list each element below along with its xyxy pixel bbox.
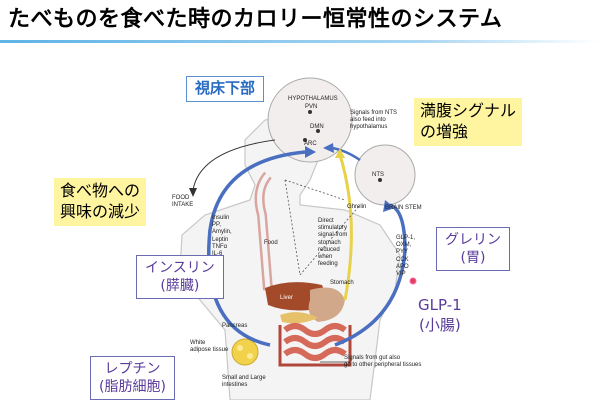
- callout-leptin: レプチン (脂肪細胞): [90, 356, 175, 400]
- pvn-dot: [308, 110, 312, 114]
- arrow-head-food: [189, 188, 197, 197]
- title-underline: [0, 40, 600, 43]
- label-nts: NTS: [372, 172, 384, 178]
- callout-insulin: インスリン (膵臓): [136, 255, 224, 300]
- label-brain-stem: BRAIN STEM: [385, 205, 422, 211]
- dmn-dot: [316, 129, 320, 133]
- red-marker: [409, 277, 417, 285]
- dotted-lines: [284, 179, 361, 276]
- hypothalamus-circle: [267, 77, 353, 163]
- arrow-gut-loop: [334, 203, 407, 347]
- label-signals-gut: Signals from gut also go to other periph…: [344, 355, 422, 369]
- arrow-head-ghrelin: [335, 148, 345, 158]
- arrow-nts-hypothalamus: [331, 146, 361, 162]
- stomach: [308, 287, 345, 322]
- callout-ghrelin: グレリン (胃): [436, 227, 510, 272]
- label-food-intake: FOOD INTAKE: [172, 195, 194, 209]
- arrow-head-nts: [323, 143, 334, 153]
- callout-hypothalamus: 視床下部: [186, 76, 265, 102]
- pancreas: [280, 312, 318, 324]
- arrow-head-insulin: [305, 146, 316, 158]
- label-hormones-left: Insulin PP, Amylin, Leptin TNFα IL-6: [212, 215, 232, 257]
- label-direct-signal: Direct stimulatory signal from stomach r…: [318, 218, 348, 268]
- arrow-insulin-loop: [207, 150, 306, 347]
- callout-glp1: GLP-1 (小腸): [418, 296, 462, 334]
- adipose-tissue: [231, 338, 259, 366]
- label-food: Food: [264, 240, 278, 246]
- slide-title: たべものを食べた時のカロリー恒常性のシステム: [8, 7, 503, 32]
- label-stomach: Stomach: [330, 280, 354, 286]
- intestines: [278, 323, 352, 367]
- label-liver: Liver: [280, 295, 294, 301]
- callout-food-interest: 食べ物への 興味の減少: [54, 178, 147, 226]
- arc-dot: [303, 138, 307, 142]
- label-intestines: Small and Large intestines: [222, 375, 266, 389]
- label-gut-hormones: GLP-1, OXM, PYY CCK APO VIP: [396, 235, 416, 277]
- arrow-food-intake: [192, 139, 276, 191]
- label-ghrelin: Ghrelin: [347, 204, 367, 210]
- esophagus-inner: [257, 173, 271, 291]
- label-dmn: DMN: [310, 124, 324, 130]
- arrow-head-gut: [383, 200, 395, 212]
- label-signals-nts: Signals from NTS also feed into hypothal…: [350, 110, 398, 131]
- label-pvn: PVN: [305, 104, 318, 110]
- arrow-ghrelin: [338, 154, 353, 301]
- nts-dot: [378, 178, 382, 182]
- callout-satiety: 満腹シグナル の増強: [414, 98, 523, 146]
- brainstem-circle: [354, 144, 416, 206]
- label-hypothalamus: HYPOTHALAMUS: [288, 96, 338, 102]
- label-white-adipose: White adipose tissue: [190, 340, 229, 354]
- label-pancreas: Pancreas: [222, 323, 248, 329]
- label-arc: ARC: [304, 141, 317, 147]
